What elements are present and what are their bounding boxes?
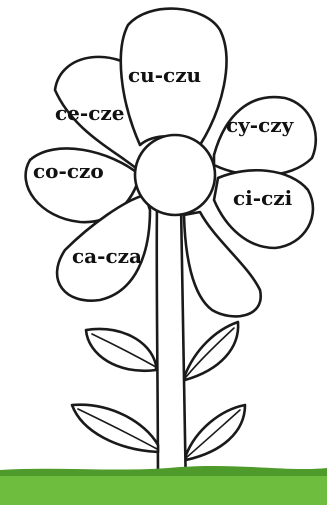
syllable-left: co-czo: [33, 159, 104, 183]
syllable-top: cu-czu: [128, 63, 201, 87]
syllable-lower-left: ca-cza: [72, 244, 142, 268]
syllable-right: ci-czi: [233, 186, 293, 210]
petal-lower-right: [182, 210, 262, 318]
flower-center: [133, 133, 217, 217]
grass-strip: [0, 465, 327, 505]
petals: [24, 7, 317, 318]
syllable-upper-left: ce-cze: [55, 101, 124, 125]
leaves: [70, 320, 247, 462]
petal-right: [212, 169, 315, 250]
syllable-labels: cu-czu ce-cze cy-czy co-czo ci-czi ca-cz…: [33, 63, 295, 268]
petal-lower-left: [55, 193, 152, 302]
flower-stem: [155, 203, 188, 497]
syllable-upper-right: cy-czy: [226, 113, 295, 137]
